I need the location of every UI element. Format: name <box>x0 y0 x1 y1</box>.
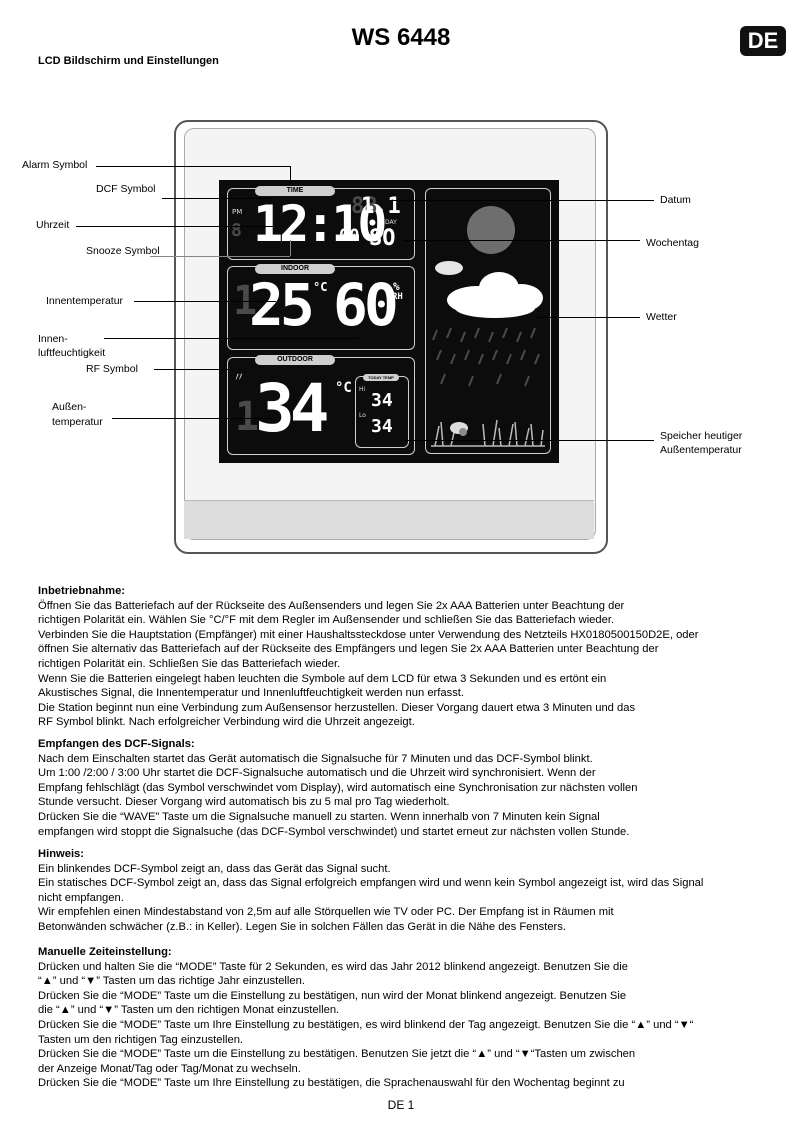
section-heading: Hinweis: <box>38 848 85 860</box>
weather-panel <box>425 188 551 454</box>
callout-wetter: Wetter <box>646 311 677 323</box>
callout-innenluftfeuchtigkeit-2: luftfeuchtigkeit <box>38 347 106 359</box>
weather-forecast-icon <box>431 206 545 447</box>
text-line: Drücken Sie die “MODE” Taste um Ihre Ein… <box>38 1077 625 1090</box>
rf-icon: 〃 <box>233 370 246 384</box>
grass-icon <box>431 419 545 447</box>
indoor-tab: INDOOR <box>255 264 335 274</box>
section-subtitle: LCD Bildschirm und Einstellungen <box>38 55 219 67</box>
callout-datum: Datum <box>660 194 691 206</box>
callout-aussentemperatur-1: Außen- <box>52 401 87 413</box>
humidity-percent: % <box>393 280 400 293</box>
outdoor-temp-ghost: 1 <box>235 394 260 440</box>
flower-icon <box>450 422 468 436</box>
text-line: Tasten um den richtigen Tag einzustellen… <box>38 1033 244 1046</box>
humidity-rh: RH <box>392 292 403 302</box>
text-line: “▲” und “▼” Tasten um das richtige Jahr … <box>38 975 305 988</box>
rain-icon <box>432 327 540 387</box>
section-heading: Empfangen des DCF-Signals: <box>38 738 195 750</box>
text-line: nicht empfangen. <box>38 891 124 904</box>
hi-value: 34 <box>371 390 393 411</box>
lo-label: Lo <box>359 412 366 419</box>
text-line: öffnen Sie alternativ das Batteriefach a… <box>38 643 659 656</box>
section-manuelle-zeiteinstellung: Manuelle Zeiteinstellung: Drücken und ha… <box>38 945 778 1091</box>
outdoor-temp-unit: °C <box>335 380 352 396</box>
text-line: richtigen Polarität ein. Wählen Sie °C/°… <box>38 614 615 627</box>
indoor-temp-display: 25 <box>249 271 315 339</box>
callout-snooze-symbol: Snooze Symbol <box>86 245 160 257</box>
text-line: Wenn Sie die Batterien eingelegt haben l… <box>38 672 607 685</box>
section-heading: Inbetriebnahme: <box>38 585 126 597</box>
callout-alarm-symbol: Alarm Symbol <box>22 159 88 171</box>
weekday-display: SO <box>369 226 396 251</box>
text-line: Stunde versucht. Dieser Vorgang wird aut… <box>38 796 450 809</box>
sun-icon <box>467 206 515 254</box>
hi-label: Hi <box>359 386 366 393</box>
day-label: DAY <box>385 219 397 226</box>
outdoor-temp-display: 34 <box>255 370 330 447</box>
callout-uhrzeit: Uhrzeit <box>36 219 70 231</box>
text-line: richtigen Polarität ein. Schließen Sie d… <box>38 657 341 670</box>
memory-tab: TODAY TEMP <box>363 374 399 381</box>
text-line: RF Symbol blinkt. Nach erfolgreicher Ver… <box>38 716 415 729</box>
callout-aussentemperatur-2: temperatur <box>52 416 103 428</box>
text-line: Nach dem Einschalten startet das Gerät a… <box>38 752 593 765</box>
pm-indicator: PM <box>232 208 243 216</box>
cloud-small-icon <box>435 261 463 275</box>
text-line: Betonwänden schwächer (z.B.: in Keller).… <box>38 920 566 933</box>
indoor-humidity-display: 60 <box>333 271 399 339</box>
section-heading: Manuelle Zeiteinstellung: <box>38 946 172 958</box>
cloud-icon <box>447 272 543 318</box>
outdoor-tab: OUTDOOR <box>255 355 335 365</box>
text-line: Drücken Sie die “MODE” Taste um die Eins… <box>38 1048 636 1061</box>
callout-wochentag: Wochentag <box>646 237 699 249</box>
text-line: Empfang fehlschlägt (das Symbol verschwi… <box>38 781 638 794</box>
text-line: die “▲” und “▼” Tasten um den richtigen … <box>38 1004 340 1017</box>
text-line: Drücken Sie die “MODE” Taste um Ihre Ein… <box>38 1018 694 1031</box>
device-base <box>184 500 594 539</box>
document-title: WS 6448 <box>351 24 451 51</box>
callout-dcf-symbol: DCF Symbol <box>96 183 156 195</box>
text-line: Wir empfehlen einen Mindestabstand von 2… <box>38 906 614 919</box>
text-line: Öffnen Sie das Batteriefach auf der Rück… <box>38 599 625 612</box>
text-line: Ein blinkendes DCF-Symbol zeigt an, dass… <box>38 862 391 875</box>
indoor-temp-unit: °C <box>313 280 328 294</box>
section-hinweis: Hinweis: Ein blinkendes DCF-Symbol zeigt… <box>38 847 778 935</box>
page-number: DE 1 <box>387 1098 415 1112</box>
lcd-screen: TIME PM 8 12:10 00 88 1.1 DAY SO INDOOR … <box>219 180 559 463</box>
callout-innenluftfeuchtigkeit-1: Innen- <box>38 333 68 345</box>
seconds-display: 00 <box>339 226 360 246</box>
text-line: Die Station beginnt nun eine Verbindung … <box>38 701 636 714</box>
callout-innentemperatur: Innentemperatur <box>46 295 124 307</box>
text-line: empfangen wird stoppt die Signalsuche (d… <box>38 825 630 838</box>
section-inbetriebnahme: Inbetriebnahme: Öffnen Sie das Batterief… <box>38 584 778 730</box>
callout-rf-symbol: RF Symbol <box>86 363 138 375</box>
text-line: der Anzeige Monat/Tag oder Tag/Monat zu … <box>38 1062 301 1075</box>
time-tab: TIME <box>255 186 335 196</box>
text-line: Drücken Sie die “MODE” Taste um die Eins… <box>38 989 627 1002</box>
text-line: Drücken Sie die “WAVE” Taste um die Sign… <box>38 810 600 823</box>
callout-speicher-2: Außentemperatur <box>660 444 742 456</box>
text-line: Ein statisches DCF-Symbol zeigt an, dass… <box>38 877 704 890</box>
section-dcf-signal: Empfangen des DCF-Signals: Nach dem Eins… <box>38 737 778 839</box>
time-display: 12:10 <box>253 195 388 253</box>
callout-speicher-1: Speicher heutiger <box>660 430 743 442</box>
language-badge: DE <box>740 26 786 56</box>
text-line: Um 1:00 /2:00 / 3:00 Uhr startet die DCF… <box>38 767 596 780</box>
text-line: Verbinden Sie die Hauptstation (Empfänge… <box>38 628 699 641</box>
lo-value: 34 <box>371 416 393 437</box>
date-display: 1.1 <box>361 194 401 219</box>
time-ghost-digit: 8 <box>231 220 242 241</box>
date-ghost: 88 <box>351 194 378 219</box>
text-line: Akustisches Signal, die Innentemperatur … <box>38 687 465 700</box>
text-line: Drücken und halten Sie die “MODE” Taste … <box>38 960 628 973</box>
